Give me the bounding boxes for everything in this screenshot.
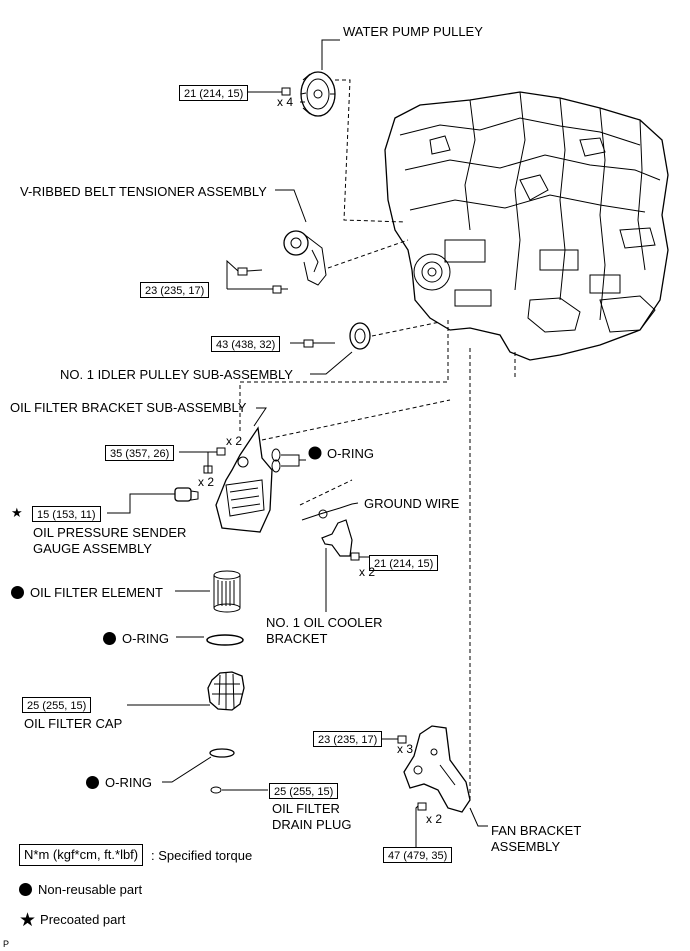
- label-tensioner: V-RIBBED BELT TENSIONER ASSEMBLY: [20, 184, 267, 199]
- label-cooler-bracket-line2: BRACKET: [266, 631, 328, 646]
- oil-cooler-bracket: [321, 519, 353, 557]
- cooler-bracket-bolt-icon: [350, 552, 360, 561]
- legend-non-reusable: Non-reusable part: [19, 882, 142, 897]
- torque-cap: 25 (255, 15): [22, 697, 92, 713]
- torque-tensioner: 23 (235, 17): [140, 282, 210, 298]
- oil-filter-cap: [207, 671, 245, 711]
- label-oil-filter-element: OIL FILTER ELEMENT: [11, 585, 163, 600]
- label-water-pump-pulley: WATER PUMP PULLEY: [343, 24, 483, 39]
- idler-pulley: [349, 322, 371, 350]
- qty-cooler-bracket: x 2: [359, 565, 376, 579]
- oil-pressure-sender: [174, 487, 199, 502]
- label-sender-line2: GAUGE ASSEMBLY: [33, 541, 152, 556]
- fan-bolt-2-icon: [417, 802, 427, 811]
- o-ring-3-icon: [209, 748, 235, 758]
- non-reusable-dot-4: [86, 776, 99, 789]
- leader-tensioner-torque: [226, 259, 273, 290]
- label-idler-pulley: NO. 1 IDLER PULLEY SUB-ASSEMBLY: [60, 367, 293, 382]
- torque-bracket: 35 (357, 26): [105, 445, 175, 461]
- torque-idler: 43 (438, 32): [211, 336, 281, 352]
- leader-water-pump-label: [321, 39, 340, 70]
- dash-water-pump: [335, 79, 406, 223]
- fan-bracket-assembly: [403, 725, 471, 813]
- label-oil-filter-bracket: OIL FILTER BRACKET SUB-ASSEMBLY: [10, 400, 247, 415]
- torque-water-pump: 21 (214, 15): [179, 85, 249, 101]
- label-o-ring-2: O-RING: [103, 631, 169, 646]
- tensioner-bolt-2-icon: [272, 285, 282, 294]
- tensioner-bolt-1-icon: [237, 267, 248, 276]
- qty-bracket-upper: x 2: [226, 434, 243, 448]
- leader-bracket-label: [253, 407, 267, 427]
- precoated-star: ★: [11, 505, 23, 520]
- figure-ref: P: [3, 939, 10, 949]
- qty-water-pump: x 4: [277, 95, 294, 109]
- legend-precoated: ★Precoated part: [19, 910, 126, 931]
- drain-plug-icon: [210, 786, 222, 794]
- non-reusable-dot-3: [103, 632, 116, 645]
- o-ring-1b-icon: [271, 459, 281, 473]
- label-o-ring-3: O-RING: [86, 775, 152, 790]
- engine-block: [384, 91, 669, 361]
- label-drain-line2: DRAIN PLUG: [272, 817, 352, 832]
- oil-filter-element: [213, 570, 241, 613]
- star-icon: ★: [19, 910, 37, 931]
- label-oil-filter-cap: OIL FILTER CAP: [24, 716, 123, 731]
- label-fan-bracket-line1: FAN BRACKET: [491, 823, 582, 838]
- qty-fan-lower: x 2: [426, 812, 443, 826]
- torque-cooler-bracket: 21 (214, 15): [369, 555, 439, 571]
- o-ring-2-icon: [206, 634, 244, 646]
- oil-filter-bracket: [215, 426, 273, 533]
- label-drain-line1: OIL FILTER: [272, 801, 340, 816]
- water-pump-bolt-head: [281, 87, 291, 96]
- o-ring-1a-icon: [271, 448, 281, 462]
- label-sender-line1: OIL PRESSURE SENDER: [33, 525, 187, 540]
- bracket-bolt-1-icon: [216, 447, 226, 456]
- label-cooler-bracket-line1: NO. 1 OIL COOLER: [266, 615, 383, 630]
- qty-bracket-lower: x 2: [198, 475, 215, 489]
- non-reusable-dot-2: [11, 586, 24, 599]
- legend-torque-unit: N*m (kgf*cm, ft.*lbf): [19, 844, 144, 866]
- qty-fan-upper: x 3: [397, 742, 414, 756]
- torque-drain: 25 (255, 15): [269, 783, 339, 799]
- leader-tensioner-label: [275, 189, 307, 223]
- label-fan-bracket-line2: ASSEMBLY: [491, 839, 561, 854]
- label-ground-wire: GROUND WIRE: [364, 496, 460, 511]
- torque-fan-lower: 47 (479, 35): [383, 847, 453, 863]
- water-pump-pulley: [300, 71, 336, 117]
- leader-idler-label: [310, 351, 353, 375]
- non-reusable-dot-1: [308, 446, 322, 460]
- non-reusable-icon: [19, 883, 32, 896]
- torque-sender: 15 (153, 11): [32, 506, 101, 522]
- idler-bolt-icon: [303, 339, 314, 348]
- tensioner-assembly: [283, 230, 327, 286]
- torque-fan-upper: 23 (235, 17): [313, 731, 383, 747]
- legend-torque-text: : Specified torque: [151, 848, 253, 863]
- label-o-ring-1: O-RING: [327, 446, 374, 461]
